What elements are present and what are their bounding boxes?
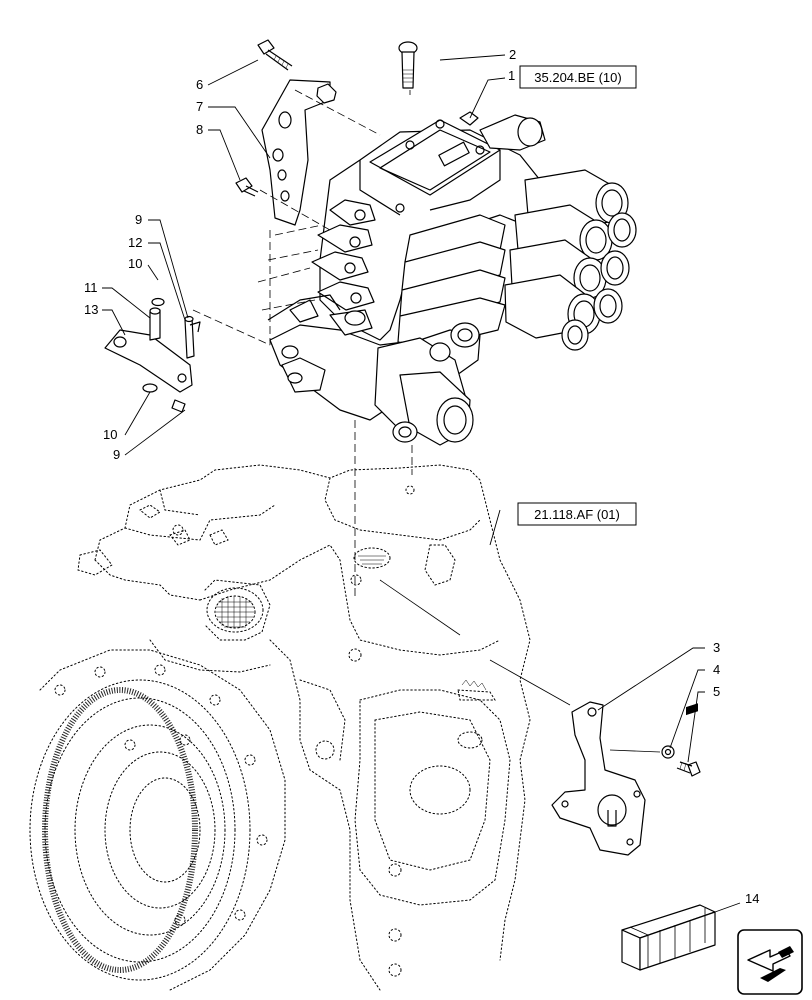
reference-box-transmission[interactable]: 21.118.AF (01) — [517, 502, 637, 526]
kit-box-icon — [621, 703, 716, 971]
bolt-item-2 — [398, 41, 418, 89]
callout-2: 2 — [509, 47, 516, 62]
mounting-bracket — [551, 701, 646, 856]
bell-housing — [29, 649, 286, 991]
callout-1: 1 — [508, 68, 515, 83]
quick-couplers — [504, 169, 637, 351]
assembly-lines — [192, 89, 661, 753]
callout-10-upper: 10 — [128, 256, 142, 271]
svg-text:35.204.BE (10): 35.204.BE (10) — [534, 70, 621, 85]
reference-box-valve[interactable]: 35.204.BE (10) — [519, 65, 637, 89]
callout-12: 12 — [128, 235, 142, 250]
part-callouts: 1 2 3 4 5 6 7 8 9 9 10 10 11 12 13 14 — [84, 47, 759, 906]
return-arrow-icon[interactable] — [737, 929, 803, 995]
callout-10-lower: 10 — [103, 427, 117, 442]
callout-3: 3 — [713, 640, 720, 655]
callout-13: 13 — [84, 302, 98, 317]
callout-9-lower: 9 — [113, 447, 120, 462]
leader-lines — [102, 54, 741, 913]
callout-5: 5 — [713, 684, 720, 699]
callout-11: 11 — [84, 280, 98, 295]
control-valve-block — [267, 111, 637, 446]
transmission-housing — [77, 464, 531, 991]
bolt-item-6 — [257, 39, 293, 71]
bracket-plate — [261, 79, 337, 226]
svg-text:21.118.AF (01): 21.118.AF (01) — [534, 507, 620, 522]
mesh-filter — [216, 596, 254, 628]
callout-9-upper: 9 — [135, 212, 142, 227]
callout-6: 6 — [196, 77, 203, 92]
flywheel-ring — [42, 687, 198, 973]
callout-4: 4 — [713, 662, 720, 677]
bolt-item-5 — [676, 761, 701, 777]
callout-8: 8 — [196, 122, 203, 137]
callout-14: 14 — [745, 891, 759, 906]
washer-item-4 — [661, 745, 675, 759]
lever-assembly — [104, 297, 201, 413]
callout-7: 7 — [196, 99, 203, 114]
bolt-item-8 — [235, 177, 259, 197]
